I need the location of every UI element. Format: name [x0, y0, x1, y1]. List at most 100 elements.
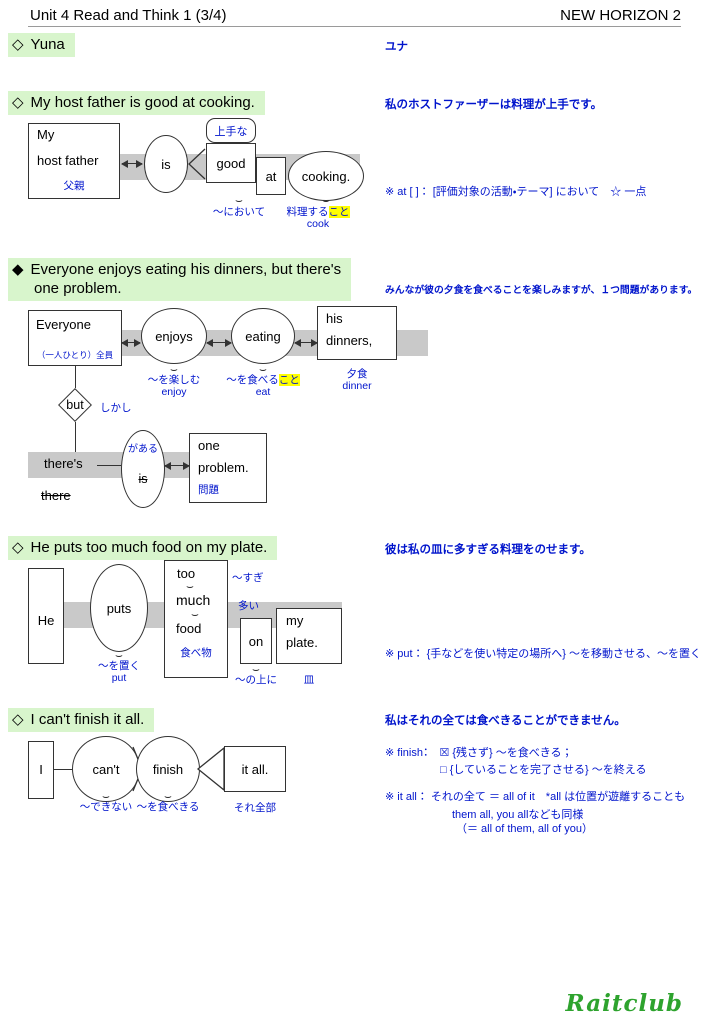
section-heading-yuna: ◇Yuna: [8, 33, 75, 57]
gloss-sugi: 〜すぎ: [232, 572, 264, 584]
word-at: at: [265, 168, 277, 184]
verb-ellipse: enjoys: [141, 308, 207, 364]
gloss-jouzuna: 上手な: [214, 125, 248, 138]
word-is: is: [161, 156, 171, 172]
section-title-host-father: My host father is good at cooking.: [30, 94, 255, 111]
gloss-mondai: 問題: [198, 484, 219, 496]
subject-box: He: [28, 568, 64, 664]
gloss-tabemono: 食べ物: [180, 647, 212, 659]
translation-yuna: ユナ: [385, 41, 408, 53]
word-eating: eating: [245, 328, 281, 344]
double-arrow: [206, 338, 232, 347]
verb-ellipse: is: [144, 135, 188, 193]
subject-box: My host father 父親: [28, 123, 120, 199]
word-there-struck: there: [41, 488, 71, 503]
note-itall-1: ※ it all： それの全て ＝ all of it *all は位置が遊離す…: [385, 791, 686, 803]
gloss-nioite: 〜において: [212, 206, 266, 218]
object-box: my plate.: [276, 608, 342, 664]
word-cant: can't: [92, 761, 120, 777]
gloss-tanoshimu: 〜を楽しむ: [147, 374, 201, 386]
gloss-taberu: 〜を食べる: [226, 374, 279, 386]
gloss-sara: 皿: [303, 674, 315, 686]
word-one: one: [198, 438, 220, 453]
gloss-taberu-koto: 〜を食べること: [224, 372, 302, 387]
verb-ellipse: がある is: [121, 430, 165, 508]
word-too: too: [177, 566, 196, 581]
word-my: My: [37, 127, 55, 142]
breve-mark: [173, 583, 207, 590]
double-arrow: [121, 338, 141, 347]
word-good: good: [216, 155, 246, 171]
adjective-gloss-box: 上手な: [206, 118, 256, 143]
object-phrase-box: too much food 食べ物: [164, 560, 228, 678]
diagram-plate: He puts 〜を置く put too much food 食べ物 〜すぎ 多…: [28, 560, 378, 695]
word-he: He: [37, 613, 55, 628]
translation-finish: 私はそれの全ては食べきることができません。: [385, 715, 626, 727]
triangle-connector: [196, 746, 225, 792]
subject-box: Everyone （一人ひとり）全員: [28, 310, 122, 366]
gloss-oku: 〜を置く: [98, 660, 140, 672]
gloss-nouen: 〜の上に: [235, 674, 277, 686]
word-cooking: cooking.: [301, 168, 351, 184]
fork-connector: [188, 148, 206, 180]
object-box: his dinners,: [317, 306, 397, 360]
preposition-box: at: [256, 157, 286, 195]
translation-everyone: みんなが彼の夕食を食べることを楽しみますが、１つ問題があります。: [385, 285, 698, 296]
word-it-all: it all.: [241, 761, 269, 777]
note-at: ※ at [ ]： [評価対象の活動・テーマ] において ☆ 一点: [385, 186, 647, 198]
section-heading-finish: ◇I can't finish it all.: [8, 708, 155, 732]
connector-line: [75, 422, 76, 452]
word-is-struck: is: [138, 472, 148, 486]
diagram-everyone: Everyone （一人ひとり）全員 enjoys eating his din…: [20, 300, 460, 512]
gloss-shikashi: しかし: [100, 402, 132, 414]
heading-line-2: one problem.: [12, 279, 341, 298]
word-much: much: [176, 592, 211, 608]
gloss-gaaru: がある: [128, 444, 158, 455]
open-diamond-marker: ◇: [12, 36, 24, 53]
word-i: I: [39, 762, 43, 777]
gloss-chichioya: 父親: [63, 180, 85, 192]
gloss-yuushoku: 夕食: [346, 368, 368, 380]
translation-host-father: 私のホストファーザーは料理が上手です。: [385, 99, 603, 111]
gloss-ryourisuru-koto: 料理すること: [278, 204, 358, 219]
base-put: put: [111, 672, 127, 684]
section-title-everyone-l1: Everyone enjoys eating his dinners, but …: [30, 261, 342, 278]
open-diamond-marker: ◇: [12, 539, 24, 556]
diagram-host-father: My host father 父親 is 上手な good at cooking…: [28, 118, 396, 240]
base-dinner: dinner: [342, 380, 372, 392]
koto-highlight: こと: [328, 206, 350, 218]
section-title-everyone-l2: one problem.: [34, 280, 122, 297]
word-but: but: [66, 398, 84, 412]
breve-mark: [204, 197, 274, 204]
conjunction-diamond: but: [58, 388, 92, 422]
note-itall-2: them all, you allなども同様: [452, 809, 584, 821]
word-puts: puts: [106, 600, 132, 616]
heading-line-1: ◆Everyone enjoys eating his dinners, but…: [12, 260, 341, 279]
object-box: it all.: [224, 746, 286, 792]
word-everyone: Everyone: [36, 317, 91, 332]
word-finish: finish: [152, 761, 184, 777]
page-title: Unit 4 Read and Think 1 (3/4): [30, 7, 227, 24]
word-enjoys: enjoys: [155, 328, 193, 344]
note-finish-2: □ {していることを完了させる} 〜を終える: [440, 764, 647, 776]
object-box: one problem. 問題: [189, 433, 267, 503]
double-arrow: [121, 159, 143, 168]
section-heading-everyone: ◆Everyone enjoys eating his dinners, but…: [8, 258, 352, 301]
word-plate: plate.: [286, 635, 318, 650]
preposition-box: on: [240, 618, 272, 664]
adjective-box: good: [206, 143, 256, 183]
word-dinners: dinners,: [326, 333, 373, 348]
note-itall-3: （＝ all of them, all of you）: [456, 823, 593, 835]
gloss-sorezenbu: それ全部: [234, 802, 276, 814]
gerund-ellipse: eating: [231, 308, 295, 364]
section-heading-host-father: ◇ My host father is good at cooking.: [8, 91, 265, 115]
word-my: my: [286, 613, 304, 628]
base-cook: cook: [306, 218, 330, 230]
object-ellipse: cooking.: [288, 151, 364, 201]
open-diamond-marker: ◇: [12, 94, 24, 111]
header-rule: [28, 26, 681, 27]
section-title-plate: He puts too much food on my plate.: [30, 539, 268, 556]
connector-line: [54, 769, 72, 770]
verb-ellipse: puts: [90, 564, 148, 652]
